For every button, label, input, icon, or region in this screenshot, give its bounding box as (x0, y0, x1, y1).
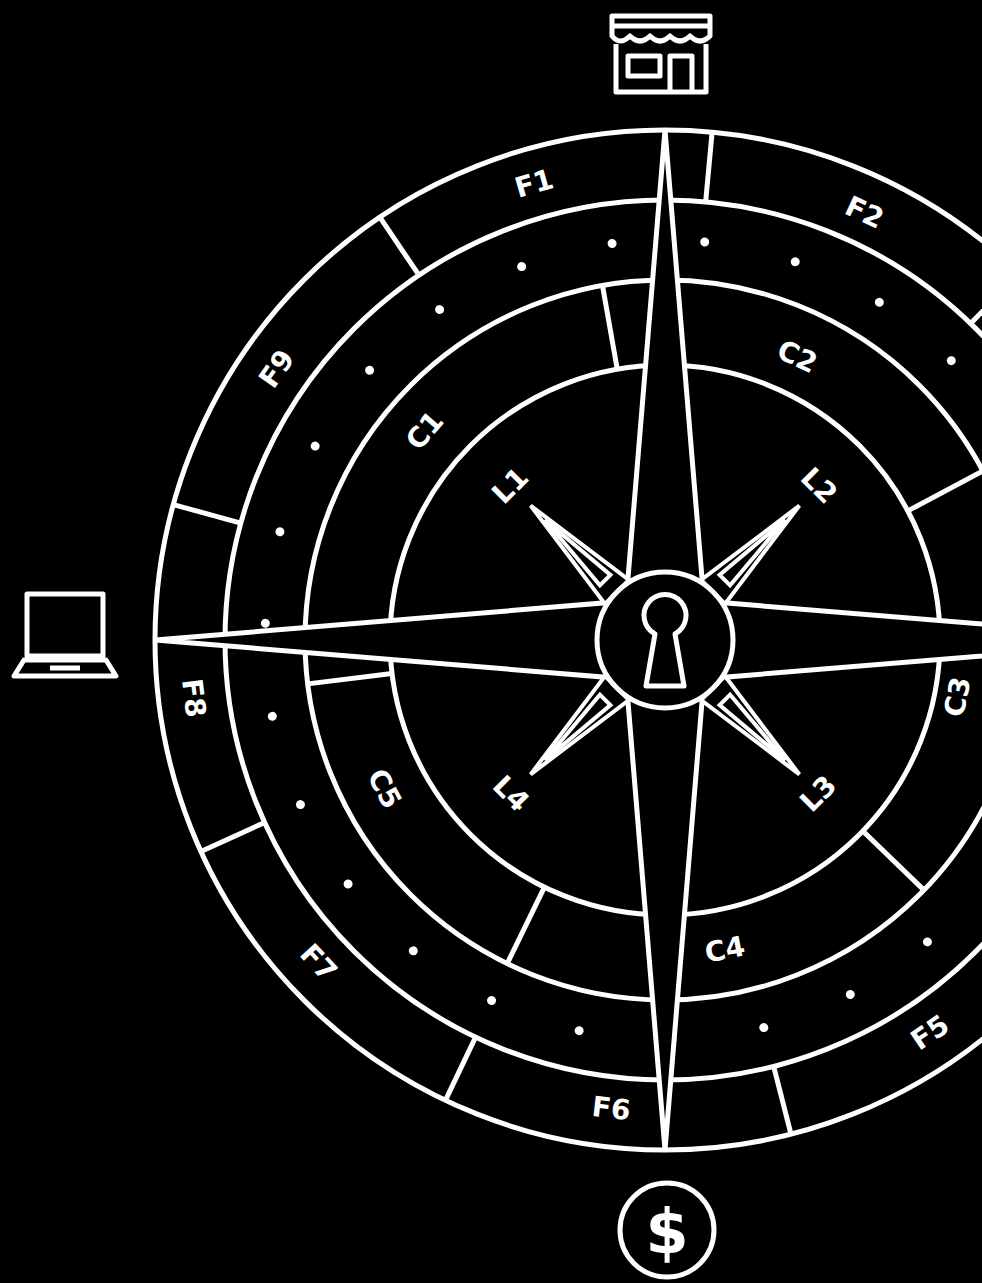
segment-label: L2 (796, 463, 842, 509)
segment-label: L1 (488, 463, 534, 509)
money-icon (620, 1183, 714, 1277)
segment-label: C3 (940, 675, 975, 720)
segment-label: C1 (401, 407, 448, 456)
center-circle (597, 572, 733, 708)
laptop-icon (14, 594, 116, 676)
outer-ring (155, 130, 982, 1150)
currency-symbol: $ (645, 1201, 688, 1263)
segment-label: L4 (488, 771, 534, 817)
segment-label: C5 (362, 765, 406, 813)
store-icon (612, 16, 710, 92)
segment-label: F9 (255, 345, 300, 393)
keyhole-icon (644, 595, 686, 686)
compass-star (155, 130, 982, 1150)
segment-label: L3 (796, 771, 842, 817)
segment-label: F8 (177, 677, 209, 719)
segment-label: F2 (841, 192, 888, 234)
segment-label: F6 (591, 1093, 633, 1125)
segment-label: F5 (906, 1011, 954, 1056)
segment-label: C2 (773, 336, 821, 378)
segment-label: C4 (703, 933, 748, 968)
segment-label: F7 (295, 940, 342, 987)
segment-label: F1 (512, 166, 557, 204)
diagonal-points (531, 506, 800, 775)
